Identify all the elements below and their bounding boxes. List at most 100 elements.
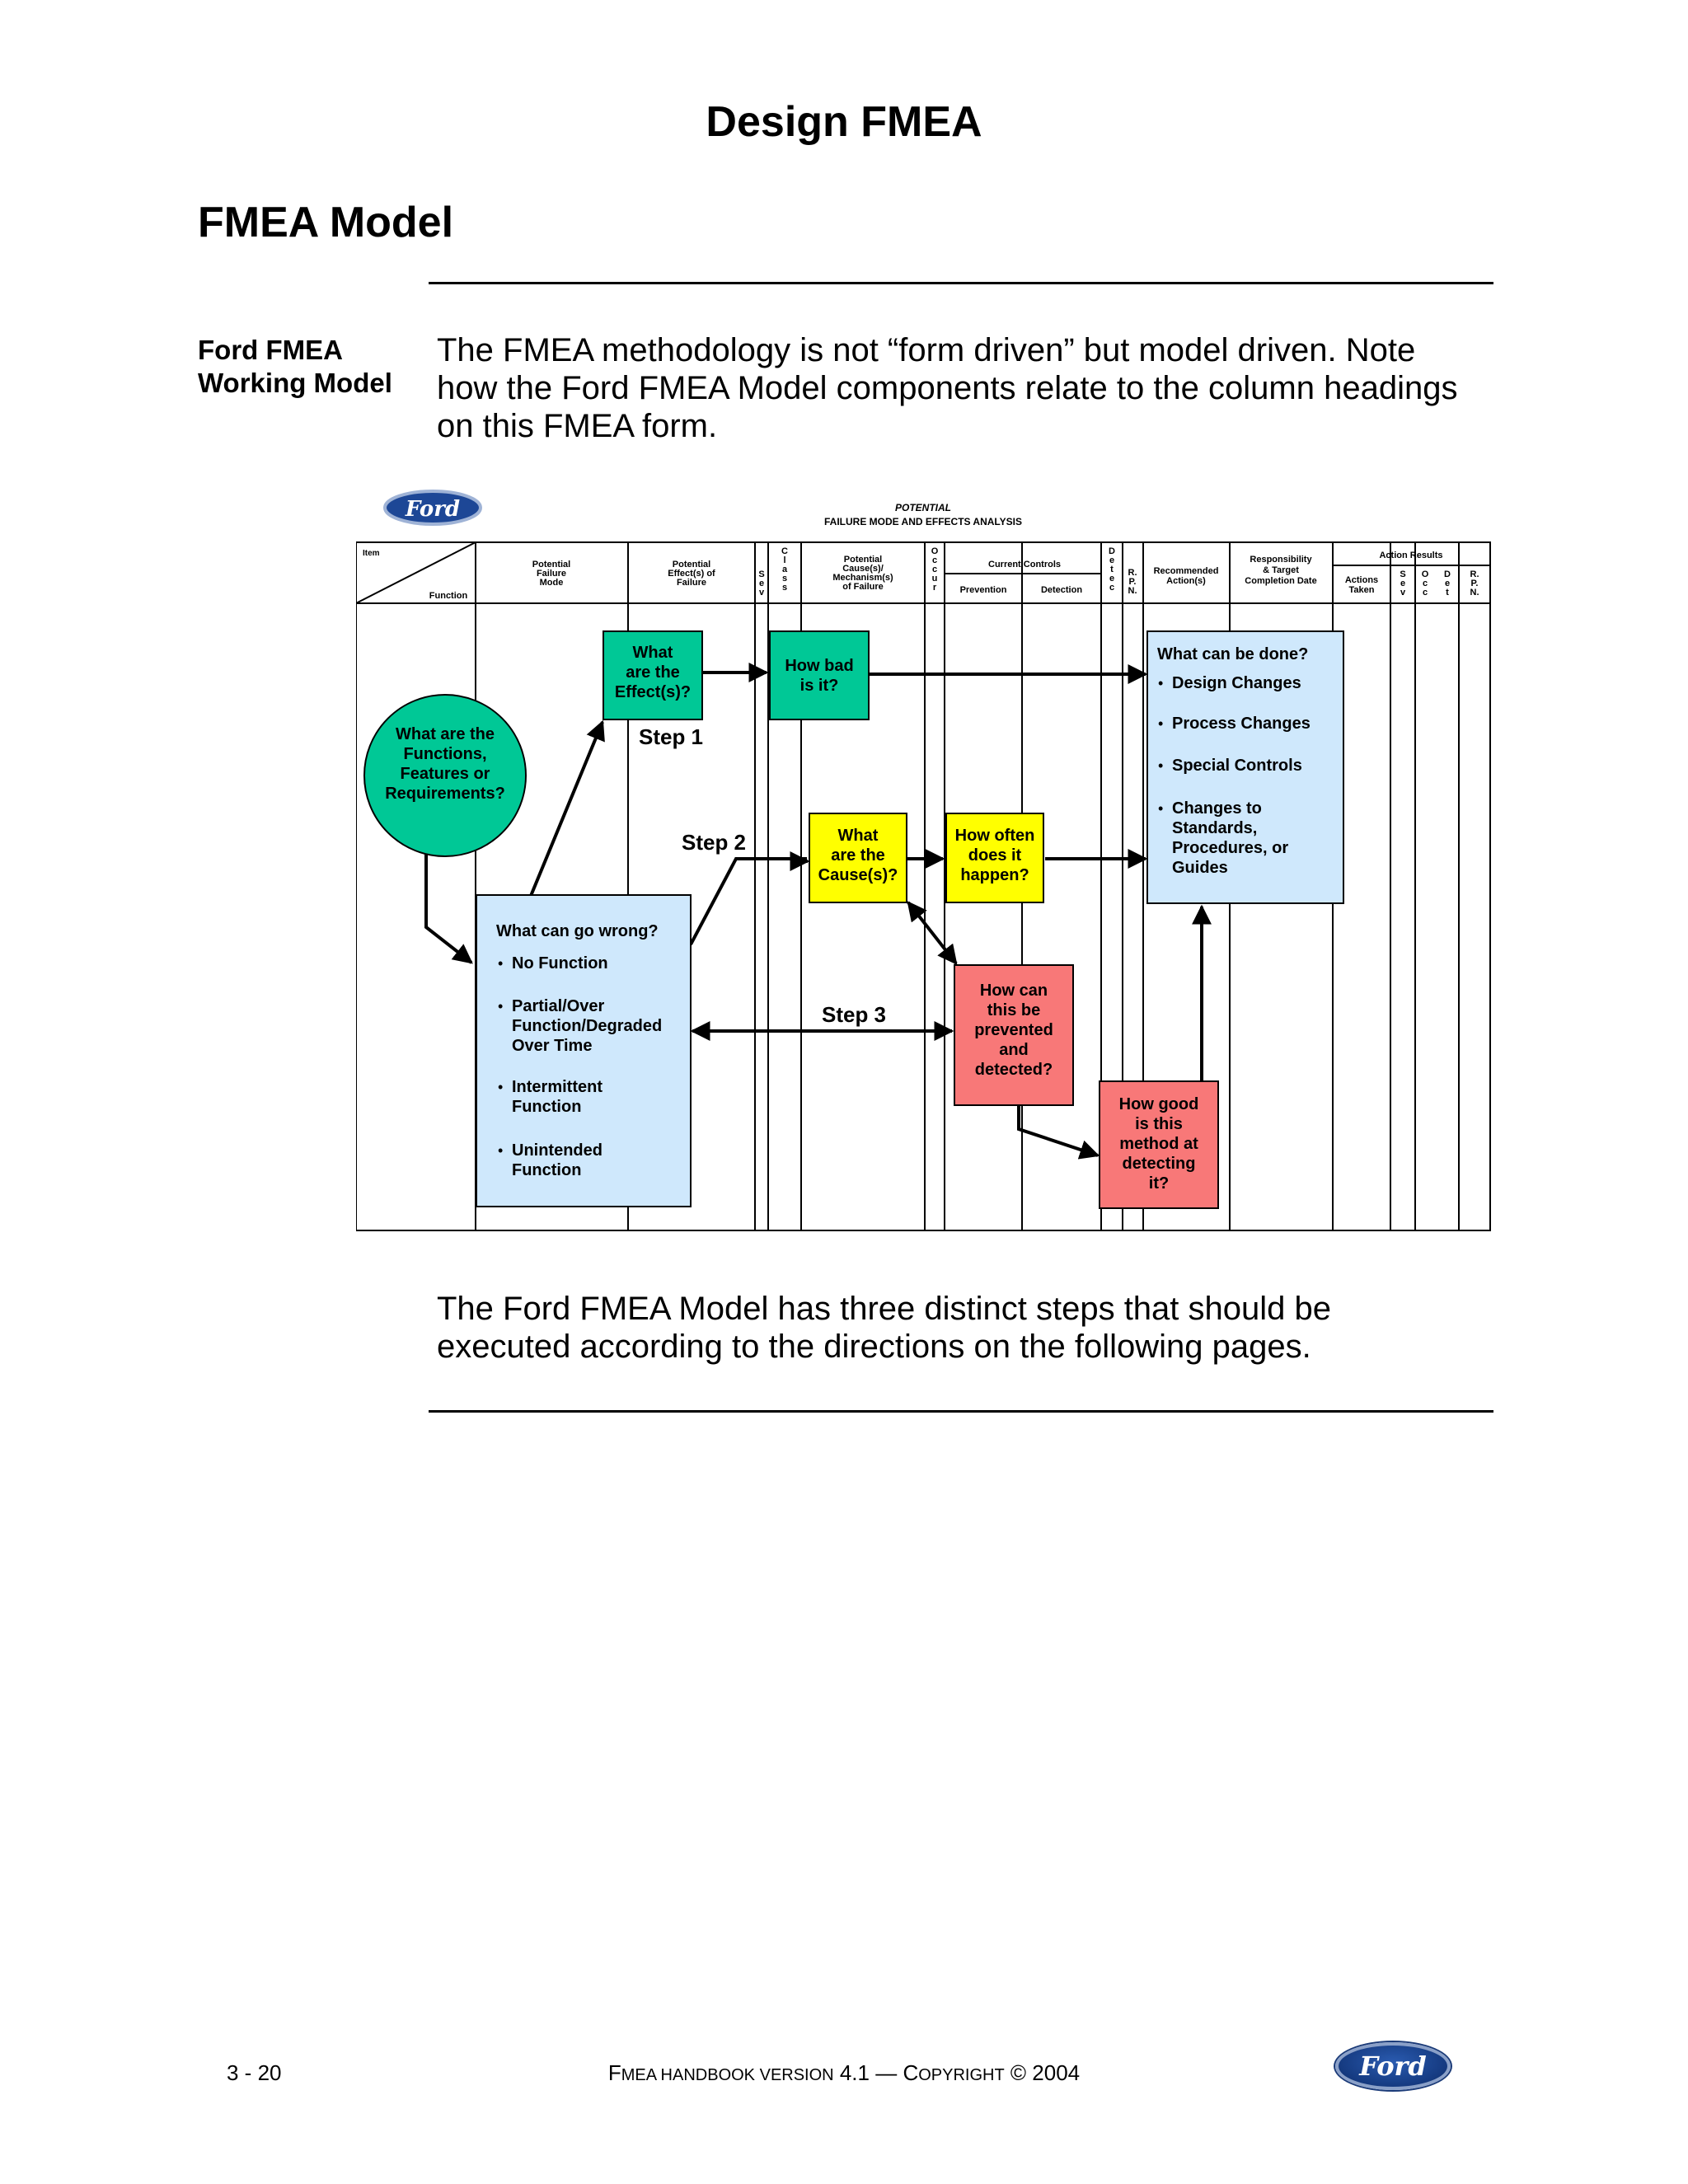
header-causes: Mechanism(s) <box>832 573 893 583</box>
item-diagonal <box>356 541 476 604</box>
top-rule <box>429 282 1493 284</box>
ford-logo-icon: Ford <box>383 490 482 526</box>
side-label-line: Working Model <box>198 368 392 398</box>
occurrence-text: happen? <box>960 866 1029 884</box>
header-failure-mode: Failure <box>537 569 566 579</box>
header-ar-rpn: N. <box>1470 588 1479 598</box>
severity-text: How bad <box>785 657 853 675</box>
wrong-item: No Function <box>512 954 608 972</box>
wrong-item: Intermittent <box>512 1078 603 1096</box>
header-ar-occ: c <box>1423 579 1428 588</box>
section-title: FMEA Model <box>198 199 454 246</box>
functions-text: Features or <box>401 765 490 783</box>
header-current-controls: Current Controls <box>988 560 1061 569</box>
step2-label: Step 2 <box>682 830 746 855</box>
header-ar-rpn: P. <box>1471 579 1479 588</box>
detect-text: is this <box>1135 1115 1183 1133</box>
header-causes: Potential <box>844 555 882 565</box>
detect-text: method at <box>1119 1135 1198 1153</box>
causes-text: Cause(s)? <box>818 866 898 884</box>
bullet-icon: • <box>1158 715 1163 732</box>
bullet-icon: • <box>1158 757 1163 774</box>
wrong-item: Unintended <box>512 1141 603 1160</box>
functions-circle <box>363 694 527 857</box>
bullet-icon: • <box>498 1142 503 1159</box>
arrow-functions-to-wrong <box>424 851 473 964</box>
header-sev: v <box>759 588 765 598</box>
effects-text: What <box>633 644 673 662</box>
step1-label: Step 1 <box>639 724 703 749</box>
header-recommended: Action(s) <box>1166 576 1206 586</box>
effects-text: are the <box>626 663 680 682</box>
header-ar-sev: e <box>1400 579 1405 588</box>
header-detec: e <box>1109 574 1114 583</box>
done-item: Design Changes <box>1172 674 1301 692</box>
header-ar-occ: c <box>1423 588 1428 598</box>
wrong-title: What can go wrong? <box>496 922 659 940</box>
header-item: Item <box>363 549 380 558</box>
functions-text: Functions, <box>403 745 486 763</box>
occurrence-text: How often <box>955 827 1035 845</box>
header-class: a <box>782 565 788 574</box>
arrow-causes-to-prevent <box>907 901 958 965</box>
header-ar-sev: v <box>1400 588 1406 598</box>
header-occur: c <box>932 565 937 574</box>
causes-text: are the <box>831 846 885 865</box>
ford-logo-text: Ford <box>405 497 460 522</box>
header-detec: c <box>1109 583 1114 593</box>
header-rpn: P. <box>1129 577 1137 587</box>
detect-text: it? <box>1149 1174 1169 1193</box>
causes-text: What <box>838 827 879 845</box>
header-causes: Cause(s)/ <box>842 564 884 574</box>
header-sev: S <box>758 569 764 579</box>
done-item: Standards, <box>1172 819 1257 837</box>
occurrence-box <box>945 813 1044 903</box>
done-item: Special Controls <box>1172 757 1302 775</box>
bullet-icon: • <box>498 955 503 972</box>
header-ar-occ: O <box>1422 569 1429 579</box>
wrong-item: Over Time <box>512 1037 592 1055</box>
form-title: FAILURE MODE AND EFFECTS ANALYSIS <box>824 516 1022 527</box>
intro-paragraph: The FMEA methodology is not “form driven… <box>437 331 1500 445</box>
header-function: Function <box>429 591 468 601</box>
done-item: Process Changes <box>1172 715 1311 733</box>
page-number: 3 - 20 <box>227 2060 282 2085</box>
prevent-text: detected? <box>975 1061 1053 1079</box>
header-effects: Failure <box>677 578 706 588</box>
header-ar-det: t <box>1446 588 1449 598</box>
outro-line: The Ford FMEA Model has three distinct s… <box>437 1291 1331 1327</box>
header-ar-rpn: R. <box>1470 569 1479 579</box>
bullet-icon: • <box>498 998 503 1015</box>
header-class: l <box>783 555 785 565</box>
header-rpn: R. <box>1128 568 1137 578</box>
arrow-step2-to-causes <box>689 851 810 945</box>
done-title: What can be done? <box>1157 645 1308 663</box>
done-item: Changes to <box>1172 799 1262 818</box>
causes-box <box>809 813 907 903</box>
bottom-rule <box>429 1410 1493 1413</box>
header-class: s <box>782 583 787 593</box>
prevent-text: prevented <box>974 1021 1053 1039</box>
header-sev: e <box>759 579 764 588</box>
header-detection: Detection <box>1041 585 1082 595</box>
header-effects: Effect(s) of <box>668 569 715 579</box>
header-class: s <box>782 574 787 583</box>
detect-box <box>1099 1080 1219 1209</box>
prevent-box <box>954 964 1074 1106</box>
wrong-item: Function/Degraded <box>512 1017 662 1035</box>
header-recommended: Recommended <box>1154 566 1219 576</box>
wrong-item: Function <box>512 1098 581 1116</box>
header-class: C <box>781 546 788 556</box>
fmea-model-diagram: Ford POTENTIAL FAILURE MODE AND EFFECTS AN… <box>356 490 1491 1231</box>
header-effects: Potential <box>673 560 710 569</box>
header-detec: e <box>1109 555 1114 565</box>
functions-text: What are the <box>396 725 495 743</box>
header-occur: r <box>933 583 937 593</box>
severity-box <box>769 630 870 720</box>
header-actions-taken: Actions <box>1345 575 1378 585</box>
wrong-box <box>476 894 692 1207</box>
header-ar-det: e <box>1445 579 1450 588</box>
form-title: POTENTIAL <box>895 502 951 513</box>
arrow-step1-to-effects <box>529 719 605 897</box>
header-responsibility: Responsibility <box>1250 555 1312 565</box>
